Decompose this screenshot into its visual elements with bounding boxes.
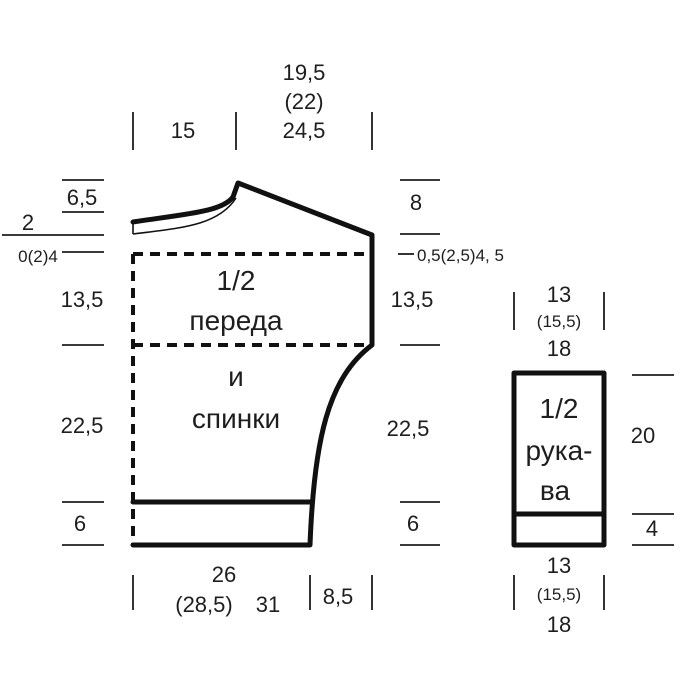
dim-right-rib: 6: [407, 511, 419, 536]
dim-sleeve-bottom-1: 13: [547, 553, 571, 578]
dim-right-body: 22,5: [387, 416, 430, 441]
dim-top-right-3: 24,5: [283, 118, 326, 143]
dim-sleeve-bottom-2: (15,5): [537, 585, 581, 604]
label-front-3: и: [228, 361, 244, 392]
dim-sleeve-top-2: (15,5): [537, 312, 581, 331]
dim-top-right-2: (22): [284, 89, 323, 114]
dim-sleeve-top-1: 13: [547, 282, 571, 307]
dim-left-neck-depth: 0(2)4: [18, 247, 58, 266]
label-sleeve-3: ва: [540, 475, 571, 506]
dim-sleeve-cuff: 4: [646, 516, 658, 541]
dim-left-shoulder-slope: 6,5: [67, 185, 98, 210]
dim-bottom-3: 31: [256, 592, 280, 617]
label-front-1: 1/2: [217, 265, 256, 296]
dim-sleeve-top-3: 18: [547, 336, 571, 361]
dim-left-body: 22,5: [61, 413, 104, 438]
dim-right-shoulder: 8: [410, 190, 422, 215]
sleeve-outline: [511, 370, 607, 548]
dim-left-2: 2: [22, 210, 34, 235]
dim-sleeve-height: 20: [631, 423, 655, 448]
dim-right-armhole: 13,5: [391, 287, 434, 312]
sleeve-piece: 13 (15,5) 18 1/2 рука- ва 20 4 13 (15,5)…: [511, 282, 674, 637]
dim-bottom-2: (28,5): [175, 592, 232, 617]
dim-right-step: 0,5(2,5)4, 5: [417, 246, 504, 265]
label-front-4: спинки: [192, 403, 280, 434]
dim-left-armhole: 13,5: [61, 287, 104, 312]
front-back-outline: [130, 180, 375, 548]
dim-left-rib: 6: [74, 511, 86, 536]
dim-bottom-1: 26: [212, 562, 236, 587]
dim-top-right-1: 19,5: [283, 60, 326, 85]
dim-bottom-extra: 8,5: [323, 584, 354, 609]
label-sleeve-1: 1/2: [540, 393, 579, 424]
front-back-piece: 15 19,5 (22) 24,5 6,5 2 0(2)4 13,5 22,5 …: [2, 60, 504, 617]
dim-top-left: 15: [171, 118, 195, 143]
neck-inner-line: [132, 197, 237, 235]
label-front-2: переда: [189, 305, 283, 336]
dim-sleeve-bottom-3: 18: [547, 612, 571, 637]
label-sleeve-2: рука-: [525, 435, 592, 466]
